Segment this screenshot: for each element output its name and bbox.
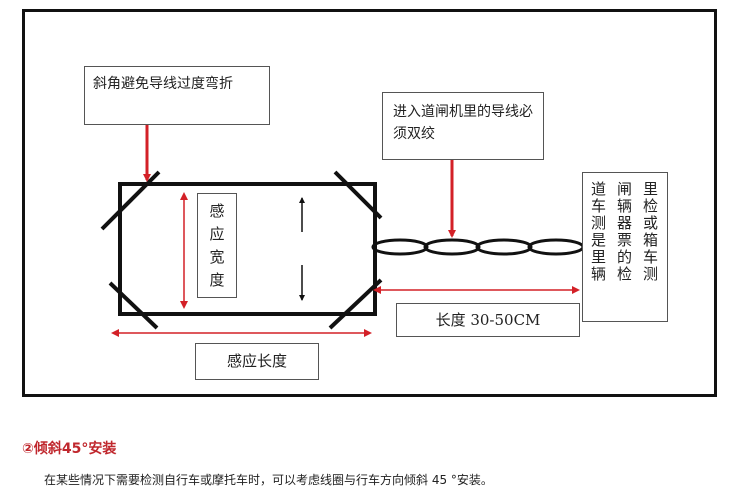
label-sensing-length: 感应长度 (195, 343, 319, 380)
label-sensing-width-char: 感 (209, 202, 225, 220)
corner-cut-top-left (100, 170, 161, 231)
detector-note-column: 闸辆器票的检 (615, 181, 633, 283)
corner-cut-top-right (333, 170, 383, 220)
callout-corner-cut: 斜角避免导线过度弯折 (84, 66, 270, 125)
section-heading: ②倾斜45°安装 (22, 441, 117, 457)
detector-note-box: 道车测是里辆 闸辆器票的检 里检或箱车测 (582, 172, 668, 322)
label-sensing-width: 感 应 宽 度 (197, 193, 237, 298)
label-sensing-width-char: 应 (209, 225, 225, 243)
corner-cut-bottom-left (108, 281, 159, 330)
corner-cut-bottom-right (328, 278, 383, 330)
label-sensing-width-char: 宽 (209, 248, 225, 266)
detector-note-column: 里检或箱车测 (641, 181, 659, 283)
label-sensing-width-char: 度 (209, 271, 225, 289)
label-distance-to-gate: 长度 30-50CM (396, 303, 580, 337)
section-body-text: 在某些情况下需要检测自行车或摩托车时，可以考虑线圈与行车方向倾斜 45 °安装。 (44, 473, 493, 487)
callout-twisted-wire: 进入道闸机里的导线必须双绞 (382, 92, 544, 160)
twisted-pair-wire (371, 238, 585, 256)
detector-note-column: 道车测是里辆 (589, 181, 607, 283)
sensing-loop (118, 182, 377, 316)
